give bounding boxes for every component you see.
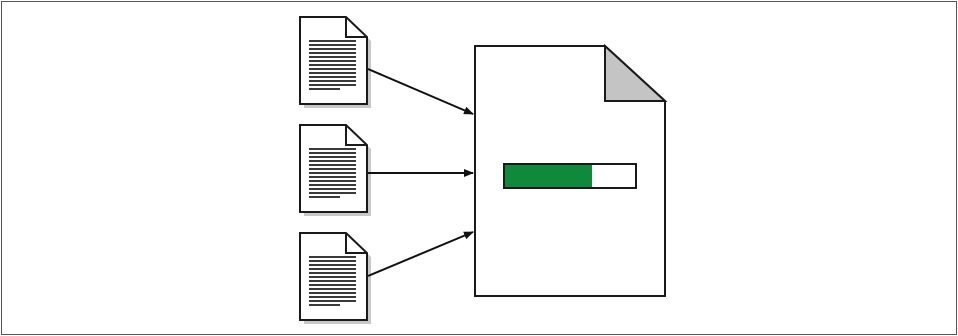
arrow-1 <box>367 68 474 115</box>
target-document <box>474 43 668 297</box>
text-lines <box>309 256 356 306</box>
text-lines <box>309 148 356 198</box>
folded-corner <box>604 43 668 102</box>
source-document-1 <box>299 16 371 108</box>
progress-bar <box>503 163 637 189</box>
source-document-3 <box>299 232 371 324</box>
source-document-2 <box>299 124 371 216</box>
progress-outline <box>503 163 637 189</box>
progress-fill <box>505 165 592 187</box>
text-lines <box>309 40 356 90</box>
arrow-3 <box>367 231 474 277</box>
